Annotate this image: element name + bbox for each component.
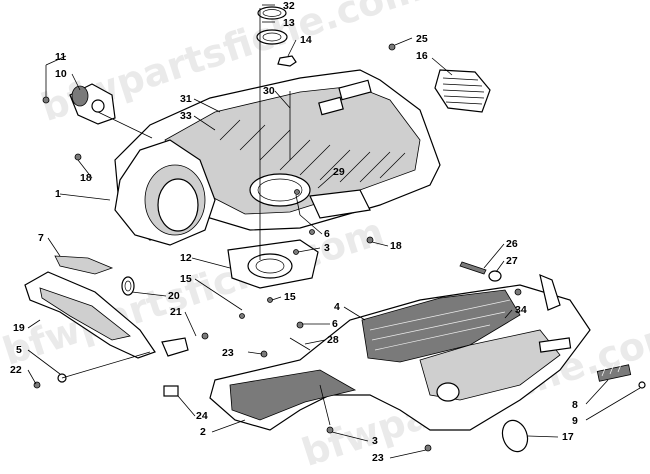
callout-12: 12 — [180, 252, 192, 264]
callout-33: 33 — [180, 110, 192, 122]
callout-6-lower: 6 — [332, 318, 338, 330]
callout-31: 31 — [180, 93, 192, 105]
callout-labels: 32 13 14 25 16 11 10 31 30 33 18 1 29 6 … — [10, 0, 578, 464]
leader-lines — [27, 4, 641, 459]
callout-20: 20 — [168, 290, 180, 302]
callout-7: 7 — [38, 232, 44, 244]
callout-2: 2 — [200, 426, 206, 438]
callout-23-lower: 23 — [372, 452, 384, 464]
callout-15-right: 15 — [284, 291, 296, 303]
callout-21: 21 — [170, 306, 182, 318]
oval-plug — [501, 419, 529, 453]
callout-28: 28 — [327, 334, 339, 346]
fasteners — [33, 43, 646, 452]
spring — [289, 337, 311, 351]
callout-24: 24 — [196, 410, 208, 422]
callout-13: 13 — [283, 17, 295, 29]
callout-8: 8 — [572, 399, 578, 411]
callout-22: 22 — [10, 364, 22, 376]
callout-4: 4 — [334, 301, 340, 313]
mount-plate — [161, 337, 189, 357]
callout-3-lower: 3 — [372, 435, 378, 447]
vent-grille — [434, 69, 491, 113]
reflector — [596, 361, 632, 382]
callout-34: 34 — [515, 304, 527, 316]
callout-14: 14 — [300, 34, 312, 46]
callout-17: 17 — [562, 431, 574, 443]
retainer-clip — [163, 385, 179, 397]
callout-18-lower: 18 — [390, 240, 402, 252]
callout-10: 10 — [55, 68, 67, 80]
lower-belly-pan — [209, 273, 591, 431]
callout-1: 1 — [55, 188, 61, 200]
headlight-housing — [69, 83, 116, 125]
gauge-rings — [256, 6, 297, 67]
front-bumper — [24, 271, 156, 359]
callout-32: 32 — [283, 0, 295, 12]
callout-6-upper: 6 — [324, 228, 330, 240]
callout-11: 11 — [55, 51, 66, 63]
round-grommet — [436, 382, 460, 402]
bottom-pan-bracket — [227, 239, 319, 289]
hose-clip — [121, 276, 135, 296]
callout-27: 27 — [506, 255, 518, 267]
upper-body-panel — [114, 69, 441, 246]
bolt-washer — [459, 261, 502, 282]
callout-26: 26 — [506, 238, 518, 250]
callout-3-upper: 3 — [324, 242, 330, 254]
callout-29: 29 — [333, 166, 345, 178]
callout-25: 25 — [416, 33, 428, 45]
callout-16: 16 — [416, 50, 428, 62]
trim-plate — [54, 255, 114, 275]
callout-19: 19 — [13, 322, 25, 334]
callout-9: 9 — [572, 415, 578, 427]
callout-23-upper: 23 — [222, 347, 234, 359]
callout-15-left: 15 — [180, 273, 192, 285]
callout-5: 5 — [16, 344, 22, 356]
callout-30: 30 — [263, 85, 275, 97]
callout-18-upper: 18 — [80, 172, 92, 184]
